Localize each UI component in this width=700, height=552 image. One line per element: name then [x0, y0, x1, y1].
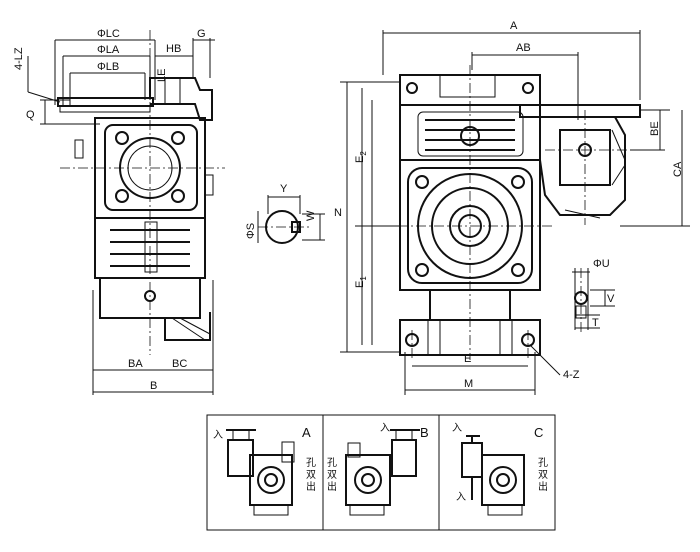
label-4-z: 4-Z [563, 369, 580, 381]
output-char-b-1: 孔 [327, 457, 337, 469]
label-phi-la: ΦLA [97, 44, 120, 56]
mounting-letter-a: A [302, 425, 311, 440]
input-mark-b: 入 [380, 423, 390, 434]
label-4-lz: 4-LZ [13, 47, 25, 70]
label-hb: HB [166, 43, 181, 55]
side-view [27, 30, 225, 395]
label-e2: E2 [354, 151, 368, 163]
mounting-option-c [461, 435, 525, 516]
output-char-b-2: 双 [327, 469, 337, 481]
mounting-option-b [345, 429, 420, 516]
label-n: N [334, 207, 342, 219]
label-ab: AB [516, 42, 531, 54]
label-e1: E1 [354, 276, 368, 288]
label-phi-s: ΦS [245, 223, 257, 239]
label-bc: BC [172, 358, 187, 370]
mounting-letter-b: B [420, 425, 429, 440]
label-m: M [464, 378, 473, 390]
output-char-a-1: 孔 [306, 457, 316, 469]
output-char-c-2: 双 [538, 469, 548, 481]
label-b: B [150, 380, 157, 392]
label-a: A [510, 20, 518, 32]
label-be: BE [649, 121, 661, 136]
label-phi-u: ΦU [593, 258, 610, 270]
mounting-options-panel [206, 414, 556, 531]
front-view [340, 30, 690, 395]
output-char-a-3: 出 [306, 480, 316, 493]
label-g: G [197, 28, 206, 40]
label-e: E [464, 353, 471, 365]
mounting-option-a [226, 429, 295, 516]
label-w: W [305, 210, 317, 221]
output-char-a-2: 双 [306, 469, 316, 481]
label-phi-lb: ΦLB [97, 61, 119, 73]
output-char-c-1: 孔 [538, 457, 548, 469]
output-char-c-3: 出 [538, 480, 548, 493]
output-shaft-detail [572, 268, 615, 335]
output-char-b-3: 出 [327, 480, 337, 493]
label-v: V [607, 293, 615, 305]
mounting-letter-c: C [534, 425, 543, 440]
label-y: Y [280, 183, 288, 195]
label-t: T [592, 317, 599, 329]
label-q: Q [26, 109, 35, 121]
label-ca: CA [672, 161, 684, 177]
input-mark-c-lower: 入 [456, 492, 466, 503]
label-phi-lc: ΦLC [97, 28, 120, 40]
label-ba: BA [128, 358, 143, 370]
input-mark-c: 入 [452, 423, 462, 434]
input-mark-a: 入 [213, 430, 223, 441]
label-le: LE [156, 69, 168, 82]
input-shaft-detail [257, 195, 325, 244]
